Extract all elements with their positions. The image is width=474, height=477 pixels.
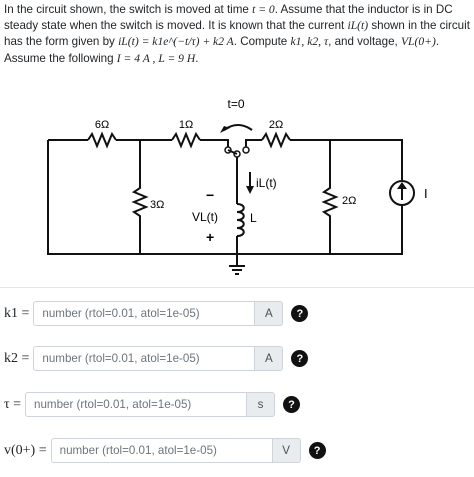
label-source: I <box>424 186 428 201</box>
answer-row-k1: k1 = A ? <box>4 300 309 327</box>
answer-row-k2: k2 = A ? <box>4 345 309 372</box>
switch-label: t=0 <box>227 97 244 111</box>
math-formula: iL(t) = k1e^(−t/τ) + k2 A <box>118 35 234 49</box>
label-3ohm: 3Ω <box>150 199 164 211</box>
answer-label-k2: k2 = <box>4 350 30 366</box>
k2-input[interactable] <box>33 346 256 371</box>
help-icon[interactable]: ? <box>308 442 326 459</box>
answer-label-tau: τ = <box>4 396 22 412</box>
resistor-3ohm <box>131 140 149 254</box>
question-part-1: In the circuit shown, the switch is move… <box>4 3 253 16</box>
label-plus: + <box>206 229 214 245</box>
question-part-6: . Assume the following <box>4 35 440 65</box>
math-vl: VL(0+) <box>400 35 436 49</box>
answer-label-k1: k1 = <box>4 305 30 321</box>
k1-input[interactable] <box>33 301 256 326</box>
v0-input[interactable] <box>50 438 273 463</box>
tau-unit: s <box>247 392 276 417</box>
resistor-1ohm <box>171 131 201 149</box>
math-il: iL(t) <box>347 19 369 33</box>
resistor-2ohm-top <box>261 131 291 149</box>
label-2ohm-right: 2Ω <box>342 195 356 207</box>
v0-unit: V <box>272 438 301 463</box>
answer-label-v0: v(0+) = <box>4 442 47 458</box>
question-part-5: , and voltage, <box>328 35 401 49</box>
label-il: iL(t) <box>256 176 277 190</box>
label-2ohm-top: 2Ω <box>269 119 283 131</box>
label-vl: VL(t) <box>192 210 218 224</box>
help-icon[interactable]: ? <box>291 305 309 322</box>
up-arrow-icon <box>397 182 407 189</box>
question-part-3: shown in the circuit has the form given … <box>4 19 470 49</box>
label-1ohm: 1Ω <box>179 119 193 131</box>
answer-row-tau: τ = s ? <box>4 391 301 418</box>
resistor-6ohm <box>87 131 117 149</box>
tau-input[interactable] <box>25 392 248 417</box>
question-text: In the circuit shown, the switch is move… <box>4 2 470 67</box>
label-6ohm: 6Ω <box>95 119 109 131</box>
inductor <box>236 203 245 237</box>
label-minus: − <box>206 187 214 203</box>
k1-unit: A <box>255 301 284 326</box>
k2-unit: A <box>255 346 284 371</box>
label-inductor: L <box>250 211 257 225</box>
answer-row-v0: v(0+) = V ? <box>4 437 326 464</box>
math-given: I = 4 A , L = 9 H <box>116 51 196 65</box>
divider <box>0 287 474 288</box>
circuit-diagram: t=0 6Ω 1Ω 2Ω 3Ω 2Ω iL(t) VL(t) − + L I <box>47 97 428 275</box>
question-part-4: . Compute <box>233 35 291 49</box>
current-arrow-icon <box>246 186 254 194</box>
question-part-7: . <box>195 51 199 65</box>
help-icon[interactable]: ? <box>291 350 309 367</box>
math-t0: t = 0 <box>252 3 275 16</box>
switch <box>224 146 250 158</box>
help-icon[interactable]: ? <box>283 396 301 413</box>
arrow-icon <box>220 126 230 133</box>
math-vars: k1, k2, τ <box>290 35 329 49</box>
ground-icon <box>229 265 245 275</box>
resistor-2ohm-right <box>321 140 339 254</box>
question-part-2: . Assume that the inductor is in DC stea… <box>4 3 453 33</box>
